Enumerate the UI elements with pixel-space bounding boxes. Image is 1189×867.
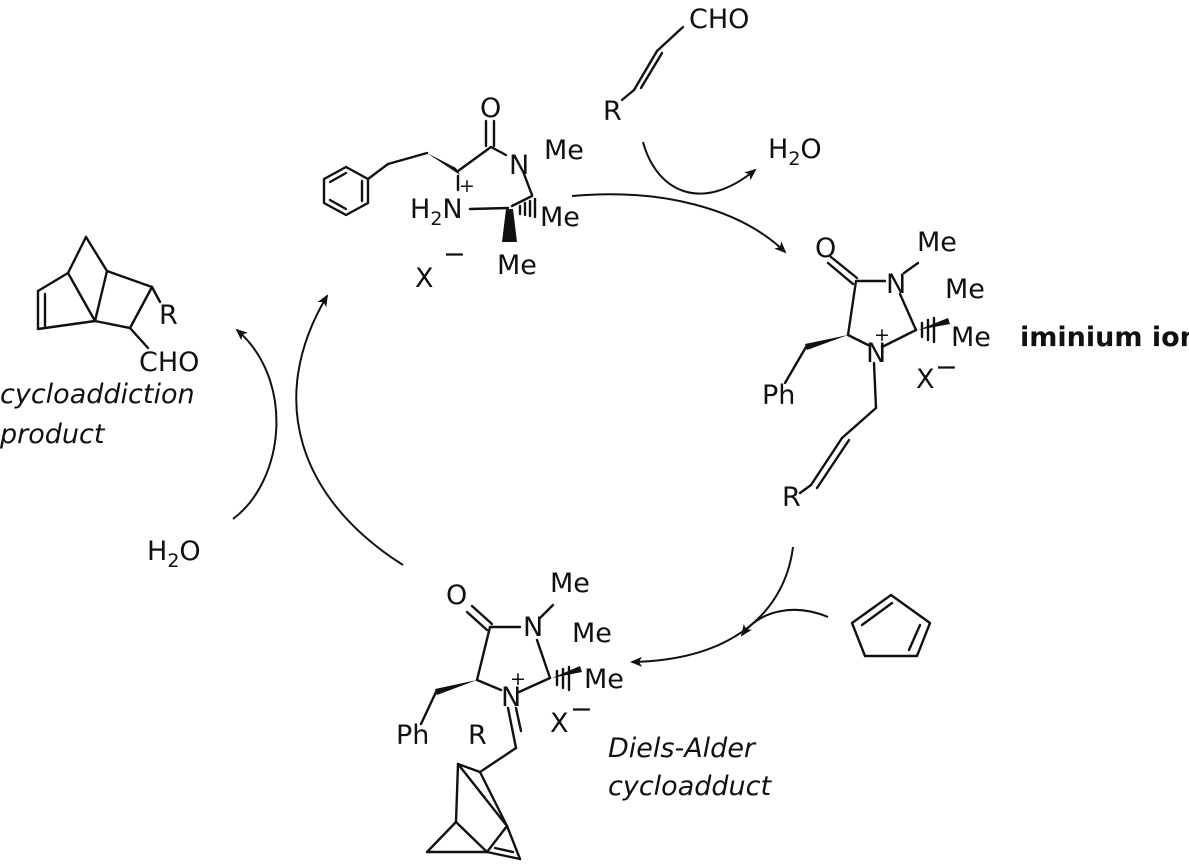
water-released: H2O [768,134,822,170]
iminium-counterion: X [916,364,935,395]
adduct-nitrogen-plus: N [501,682,521,713]
enal-r-group: R [603,96,622,127]
iminium-n-methyl: Me [917,227,957,258]
diels-alder-adduct: O N Me Me Me N + X − Ph R [396,568,624,861]
adduct-methyl-lower: Me [584,664,624,695]
catalyst-counterion: X [415,263,434,294]
catalyst-amide-nitrogen: N [509,150,529,181]
product-label-line1: cycloaddiction [0,379,195,410]
iminium-methyl-lower: Me [951,322,991,353]
cyclopentadiene-reagent [850,593,932,658]
catalyst-methyl-bottom: Me [497,250,537,281]
catalyst-bonds [322,119,537,242]
arrow-water-release [642,141,757,195]
arrow-catalyst-to-iminium [571,193,787,254]
adduct-counterion: X [550,708,569,739]
iminium-phenyl: Ph [762,380,795,411]
diels-alder-label-line2: cycloadduct [608,771,772,802]
iminium-carbonyl-oxygen: O [815,233,836,264]
arrow-hydrolysis-to-product [232,328,278,520]
cycle-arrows [232,141,829,667]
iminium-methyl-upper: Me [945,274,985,305]
catalyst-plus-charge: + [459,175,475,197]
water-consumed: H2O [147,536,201,572]
arrow-adduct-to-catalyst [295,294,404,566]
adduct-n-methyl: Me [550,568,590,599]
adduct-plus-charge: + [510,668,526,690]
norbornene-product: R CHO [36,235,199,378]
diels-alder-label-line1: Diels-Alder [608,733,757,764]
iminium-ion: O N Me Me Me N + X − Ph R [762,227,991,513]
imidazolidinone-catalyst: O N Me H2N + Me Me X − [322,93,584,294]
iminium-plus-charge: + [874,324,890,346]
product-cho: CHO [139,347,199,378]
enal-reagent: CHO R [603,4,749,127]
adduct-carbonyl-oxygen: O [446,580,467,611]
adduct-r-group: R [468,720,487,751]
adduct-phenyl: Ph [396,720,429,751]
catalyst-methyl-right: Me [540,202,580,233]
catalyst-h2-label: H2N [410,194,463,230]
adduct-methyl-upper: Me [572,618,612,649]
iminium-nitrogen-plus: N [866,338,886,369]
iminium-amide-nitrogen: N [886,269,906,300]
catalyst-n-methyl: Me [544,135,584,166]
iminium-ion-label: iminium ion [1020,322,1189,353]
product-r-group: R [159,300,178,331]
adduct-counterion-charge: − [570,694,593,725]
product-label-line2: product [0,419,106,450]
arrow-iminium-to-adduct [630,546,794,667]
enal-cho: CHO [689,4,749,35]
iminium-r-group: R [782,482,801,513]
catalyst-carbonyl-oxygen: O [480,93,501,124]
adduct-amide-nitrogen: N [523,612,543,643]
iminium-counterion-charge: − [935,352,958,383]
catalyst-counterion-charge: − [443,239,466,270]
arrow-diene-addition [740,608,829,637]
